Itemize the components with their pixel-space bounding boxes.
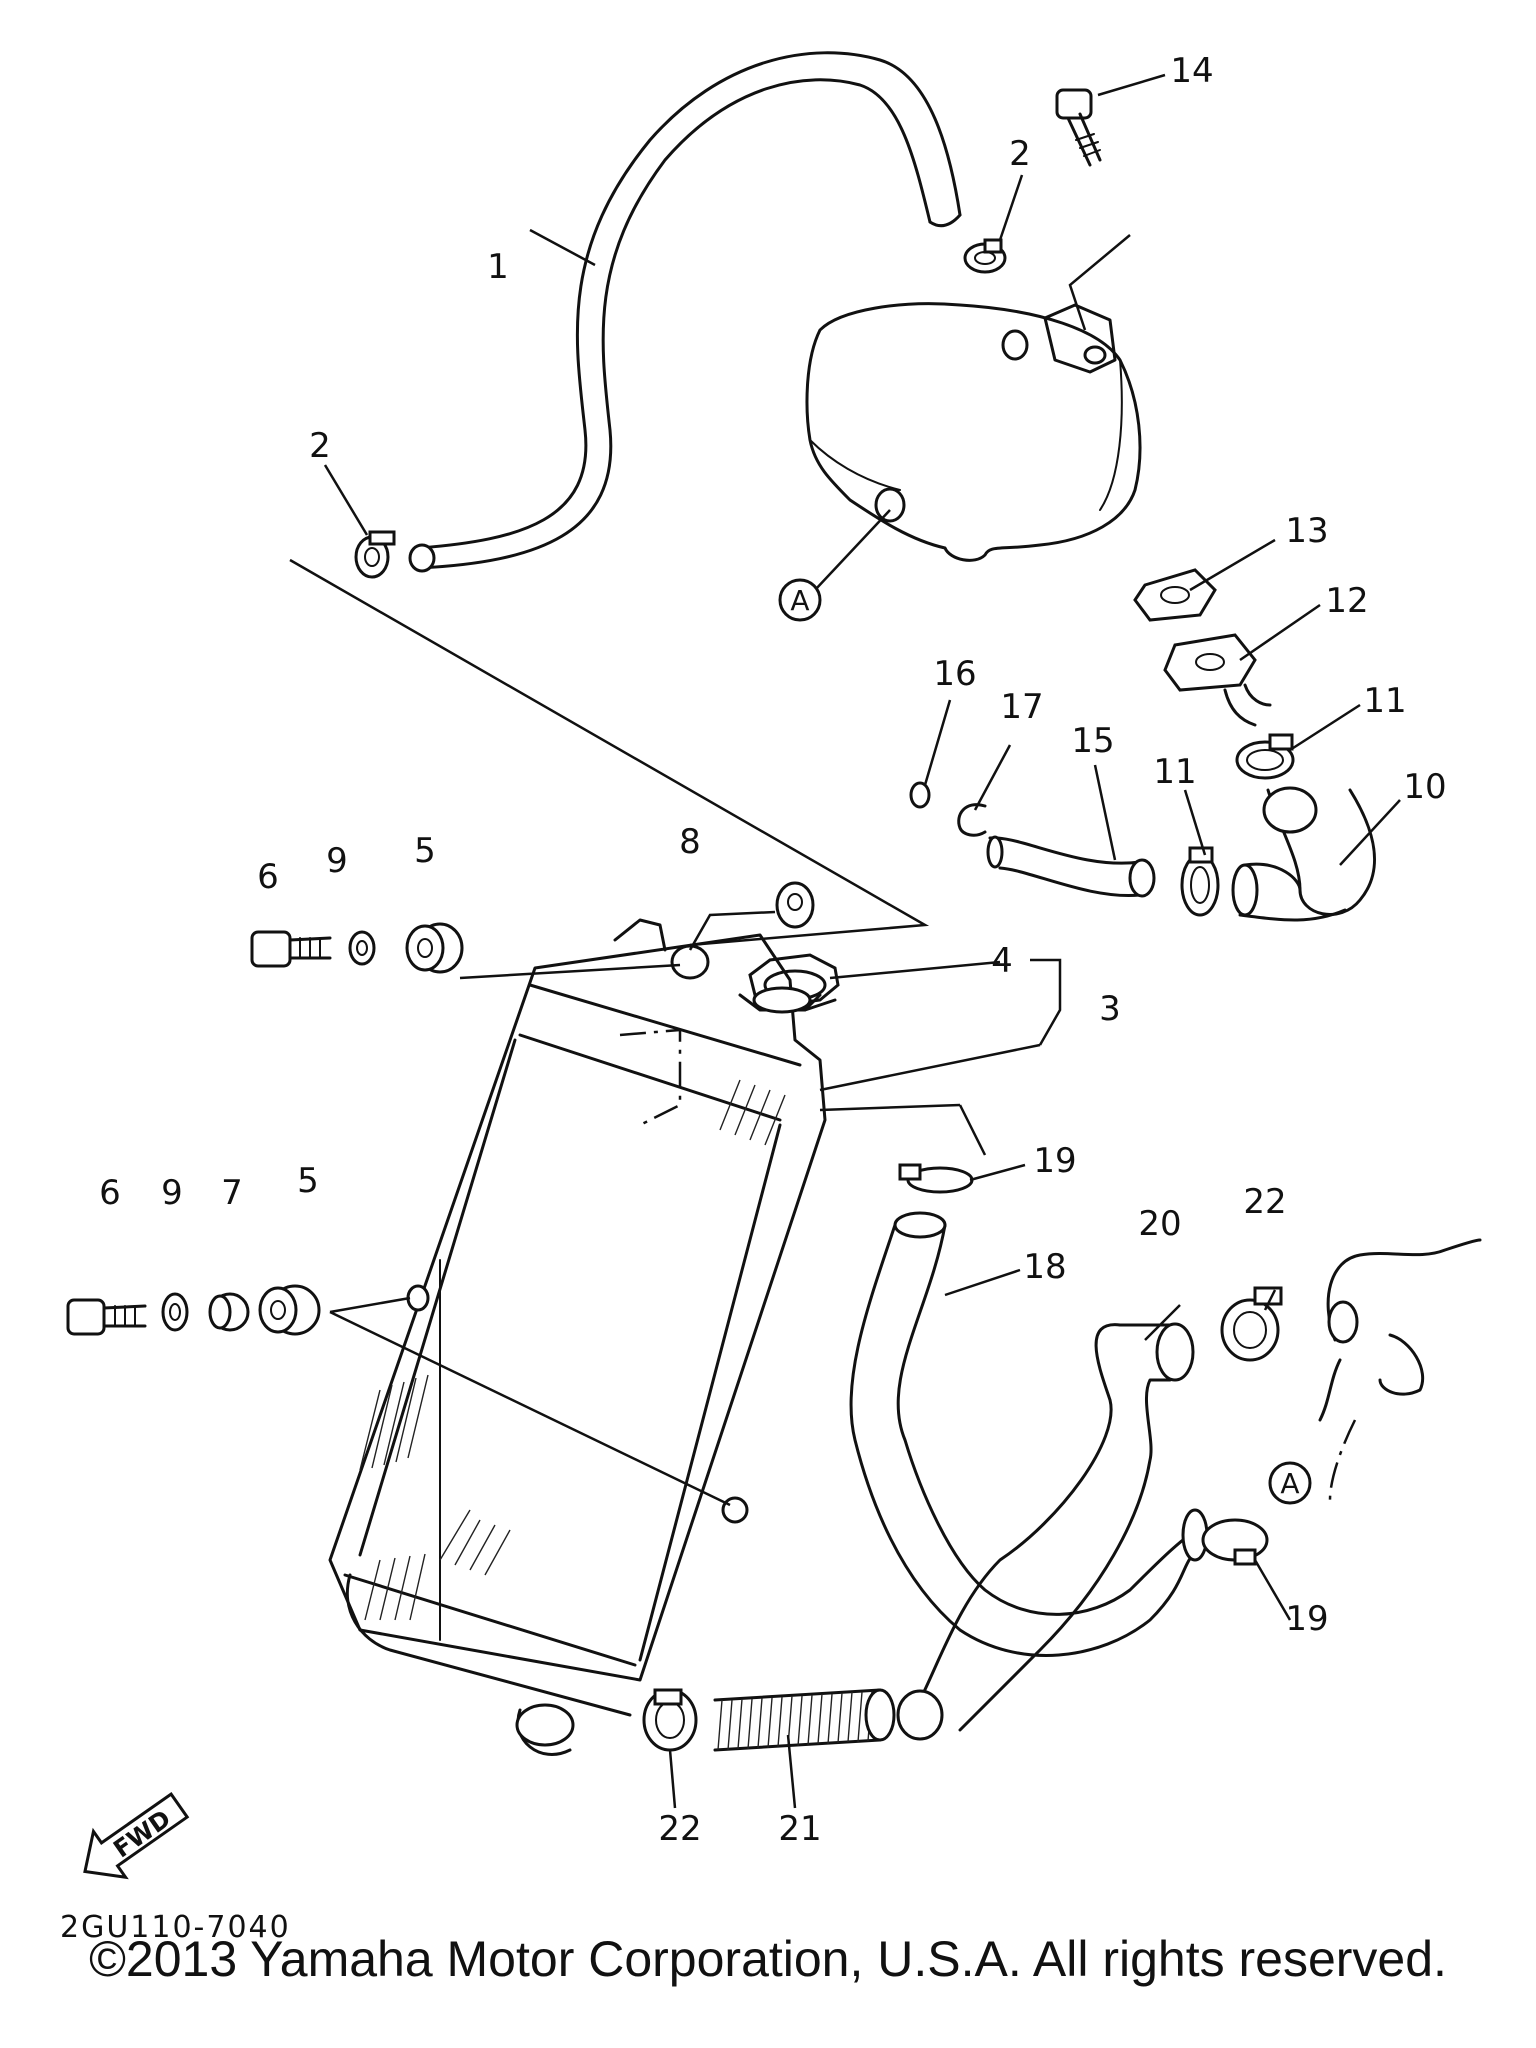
callout-9: 9 [161, 1173, 183, 1213]
hose-clamp-22-lower [642, 1688, 698, 1752]
callout-11: 11 [1153, 752, 1196, 792]
damper-upper [405, 922, 464, 974]
callout-10: 10 [1403, 767, 1446, 807]
mounting-bolt-lower [66, 1298, 147, 1336]
hose-clamp-11-lower [1180, 846, 1220, 917]
callout-6: 6 [99, 1173, 121, 1213]
callout-19: 19 [1033, 1141, 1076, 1181]
callout-11: 11 [1363, 681, 1406, 721]
reference-marker-label: A [1280, 1467, 1299, 1500]
reservoir-bolt [1055, 88, 1102, 167]
radiator-collar [775, 881, 815, 929]
radiator-inlet-hose [849, 1211, 1209, 1657]
callout-14: 14 [1170, 51, 1213, 91]
callout-3: 3 [1099, 989, 1121, 1029]
callout-19: 19 [1285, 1599, 1328, 1639]
hose-clamp-lower [354, 530, 396, 579]
reference-marker-a-lower: A [1268, 1461, 1312, 1505]
water-pipe [986, 835, 1156, 898]
callout-17: 17 [1000, 687, 1043, 727]
callout-2: 2 [309, 426, 331, 466]
callout-5: 5 [297, 1161, 319, 1201]
callout-22: 22 [1243, 1182, 1286, 1222]
gasket [1133, 568, 1217, 622]
mounting-bolt-upper [250, 930, 332, 968]
callout-15: 15 [1071, 721, 1114, 761]
callout-20: 20 [1138, 1204, 1181, 1244]
callout-4: 4 [991, 941, 1013, 981]
callout-2: 2 [1009, 134, 1031, 174]
forward-direction-arrow: FWD [83, 1792, 190, 1880]
callout-8: 8 [679, 822, 701, 862]
callout-13: 13 [1285, 511, 1328, 551]
damper-lower [258, 1284, 321, 1336]
o-ring [909, 781, 931, 809]
overflow-hose [408, 51, 962, 573]
outlet-hose [713, 1688, 896, 1752]
callout-9: 9 [326, 841, 348, 881]
hose-clamp-22-upper [1220, 1286, 1283, 1362]
engine-outline [1318, 1238, 1482, 1501]
diagram-code: 2GU110-7040 [60, 1910, 291, 1945]
reference-marker-a-upper: A [778, 578, 822, 622]
callout-7: 7 [221, 1173, 243, 1213]
reservoir-hose [1231, 786, 1376, 922]
hose-clamp-11-upper [1235, 733, 1295, 780]
callout-6: 6 [257, 857, 279, 897]
copyright-notice: ©2013 Yamaha Motor Corporation, U.S.A. A… [89, 1931, 1447, 1987]
callout-16: 16 [933, 654, 976, 694]
collar-lower [208, 1292, 250, 1332]
callout-numbers: 1 2 2 3 4 5 5 6 6 7 8 9 9 10 11 11 12 13… [99, 51, 1446, 1849]
hose-clamp-upper [963, 238, 1007, 274]
reference-marker-label: A [790, 584, 809, 617]
callout-21: 21 [778, 1809, 821, 1849]
leader-lines [289, 73, 1401, 1809]
coolant-reservoir-tank [805, 302, 1142, 562]
circlip [957, 803, 987, 837]
callout-12: 12 [1325, 581, 1368, 621]
radiator-assembly [328, 918, 837, 1756]
callout-5: 5 [414, 831, 436, 871]
washer-lower [161, 1292, 189, 1332]
washer-upper [348, 930, 376, 966]
hose-clamp-19-lower [1201, 1518, 1269, 1566]
callout-22: 22 [658, 1809, 701, 1849]
radiator-fins [359, 1079, 786, 1621]
callout-1: 1 [487, 247, 509, 287]
callout-18: 18 [1023, 1247, 1066, 1287]
reservoir-joint [1163, 633, 1272, 727]
water-pump-hose [896, 1322, 1195, 1741]
hose-clamp-19-upper [898, 1163, 974, 1194]
